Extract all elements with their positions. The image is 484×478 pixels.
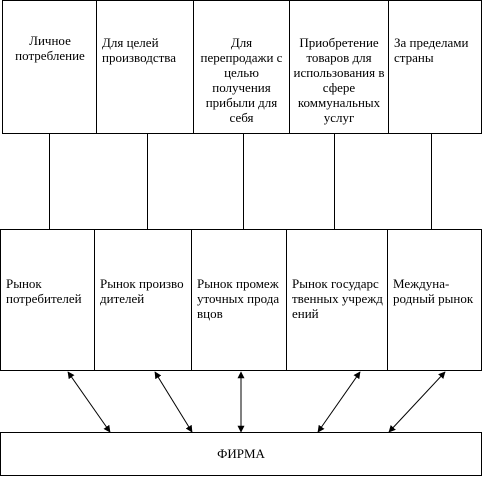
purposes-row-frame	[2, 0, 482, 134]
market-international: Междуна-родный рынок	[393, 276, 474, 306]
market-producers: Рынок производителей	[100, 276, 184, 306]
market-consumers: Рынок потребителей	[6, 276, 82, 306]
purpose-resale: Для перепродажи с целью получения прибыл…	[200, 35, 283, 125]
arrow-producer-market	[154, 371, 193, 433]
firm-label: ФИРМА	[217, 446, 265, 461]
purpose-production: Для целей производства	[102, 35, 177, 65]
market-government: Рынок государственных учреждений	[292, 276, 383, 321]
arrow-international-market	[388, 371, 446, 433]
purpose-personal-consumption: Личное потребление	[15, 33, 85, 63]
firm-box-frame	[0, 432, 482, 476]
purpose-abroad: За пределами страны	[394, 35, 469, 65]
arrow-consumer-market	[67, 371, 111, 433]
market-resellers: Рынок промежуточных продавцов	[197, 276, 280, 321]
markets-row-frame	[0, 229, 482, 371]
purpose-public-utilities: Приобретение товаров для использования в…	[293, 35, 385, 125]
arrow-government-market	[317, 371, 361, 433]
